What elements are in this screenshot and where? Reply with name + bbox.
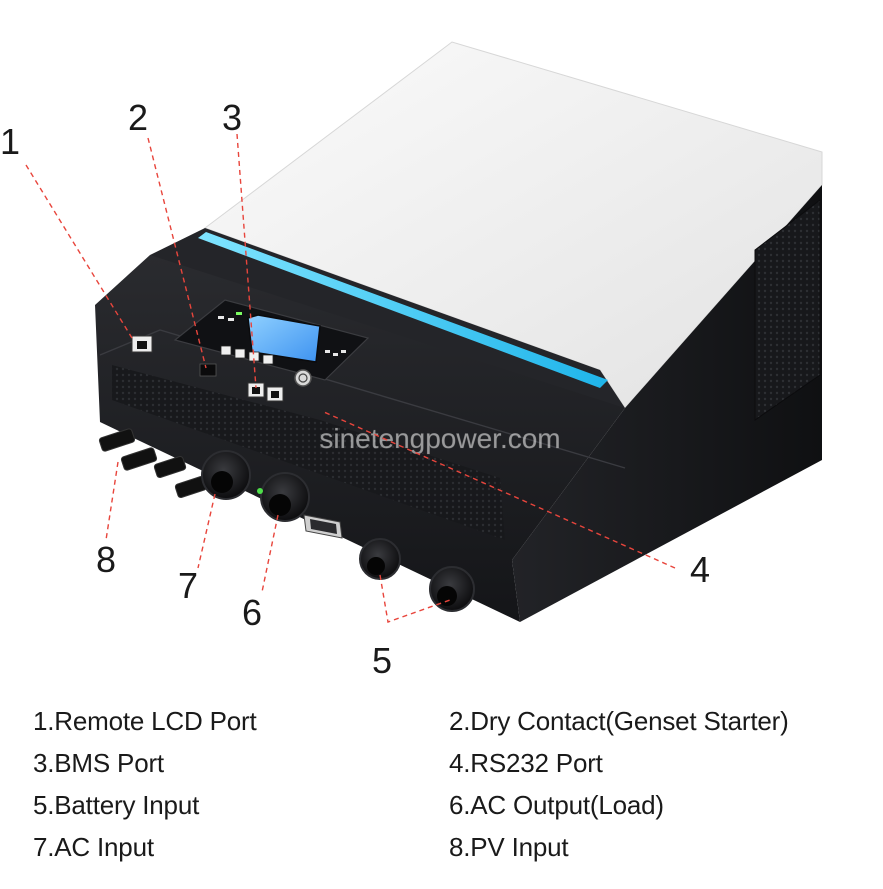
leader-3 [236,133,257,389]
callout-number-7: 7 [178,565,198,606]
light-bar [198,232,608,388]
callout-number-5: 5 [372,640,392,681]
leader-4 [323,411,676,569]
keypad-buttons [220,345,274,365]
battery-gland-upper [359,538,401,580]
lcd-screen [247,314,321,363]
legend-item-2: 2.Dry Contact(Genset Starter) [449,706,789,736]
pv-connectors [98,428,208,499]
watermark: sinetengpower.com [319,423,560,454]
callout-number-2: 2 [128,97,148,138]
legend-item-3: 3.BMS Port [33,748,164,778]
callout-number-4: 4 [690,549,710,590]
callout-number-6: 6 [242,592,262,633]
callout-number-3: 3 [222,97,242,138]
front-seam [99,329,626,469]
leader-1 [25,164,133,339]
legend-item-1: 1.Remote LCD Port [33,706,257,736]
callout-lines [25,133,676,623]
legend-item-6: 6.AC Output(Load) [449,790,664,820]
dry-contact-terminal [199,363,217,377]
legend-item-8: 8.PV Input [449,832,569,862]
right-side-panel [512,185,822,622]
leader-8 [105,461,119,541]
ac-output-gland [260,472,310,522]
legend-item-5: 5.Battery Input [33,790,200,820]
ac-input-gland [201,450,251,500]
battery-gland-lower [429,566,475,612]
legend-item-7: 7.AC Input [33,832,154,862]
leader-5 [379,574,451,623]
callout-number-8: 8 [96,539,116,580]
legend-item-4: 4.RS232 Port [449,748,603,778]
power-button [294,369,312,387]
leader-2 [147,137,207,369]
leader-6 [261,514,279,593]
callout-number-1: 1 [0,121,20,162]
leader-7 [197,493,216,569]
led-indicators [218,312,346,356]
side-vent [754,198,821,421]
front-vent [112,365,505,540]
